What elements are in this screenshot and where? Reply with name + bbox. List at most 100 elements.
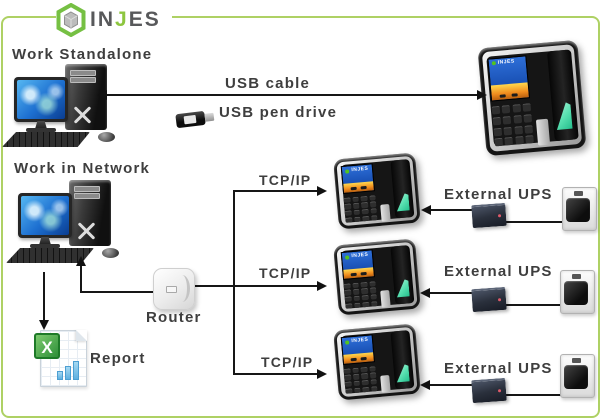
- keypad-key: [345, 303, 353, 310]
- keypad-key: [352, 203, 360, 209]
- keypad-key: [494, 138, 503, 147]
- usb-cable-arrowhead-left: [97, 90, 107, 100]
- keypad-key: [353, 209, 361, 216]
- fingerprint-sensor: [395, 279, 409, 298]
- terminal-keypad: [343, 194, 378, 224]
- usb-drive-connector: [204, 112, 215, 122]
- ups-cable-2: [505, 304, 577, 306]
- socket-slot: [574, 191, 583, 196]
- computer-tower: [69, 180, 111, 246]
- monitor-screen-worldmap: [17, 80, 65, 119]
- tcpip-arrowhead-2: [317, 281, 327, 291]
- fingerprint-sensor: [554, 102, 572, 130]
- terminal-keypad: [343, 365, 378, 395]
- keypad-key: [492, 116, 501, 126]
- keypad-key: [352, 374, 360, 380]
- keypad-key: [362, 216, 370, 222]
- keypad-key: [369, 201, 377, 208]
- keypad-key: [370, 208, 378, 215]
- keypad-key: [362, 387, 370, 393]
- fingerprint-sensor: [395, 364, 409, 383]
- computer-keyboard: [2, 132, 90, 147]
- report-label: Report: [90, 350, 146, 367]
- tower-fan-grill: [72, 105, 92, 125]
- tcpip-line-1: [233, 190, 319, 192]
- tcpip-label-1: TCP/IP: [259, 172, 312, 188]
- router-edge-arc: [177, 275, 190, 302]
- keypad-key: [352, 367, 360, 373]
- ups-arrow-line-3: [429, 384, 474, 386]
- keypad-key: [502, 105, 511, 114]
- screen-banner: [343, 351, 375, 364]
- work-standalone-label: Work Standalone: [12, 46, 153, 63]
- screen-logo-dot: [345, 168, 350, 174]
- usb-pen-drive-label: USB pen drive: [219, 104, 338, 121]
- work-in-network-label: Work in Network: [14, 160, 151, 177]
- ups-box-1: [471, 202, 507, 229]
- ups-cable-3: [505, 394, 575, 396]
- keypad-key: [504, 137, 514, 146]
- keypad-key: [345, 210, 352, 217]
- page-folded-corner: [76, 330, 87, 341]
- wall-socket-1: [562, 187, 597, 231]
- monitor-stand: [39, 237, 51, 245]
- usb-drive-label-sticker: [183, 114, 197, 125]
- computer-monitor: [18, 193, 72, 238]
- keypad-key: [369, 194, 377, 201]
- computer-mouse: [102, 248, 119, 258]
- keypad-key: [523, 114, 533, 123]
- keypad-key: [524, 124, 534, 134]
- report-arrow-line: [43, 272, 45, 322]
- screen-brand-text: INJES: [351, 336, 369, 345]
- keypad-key: [371, 386, 378, 392]
- monitor-stand: [35, 121, 47, 129]
- desktop-computer-network: [6, 180, 144, 266]
- keypad-key: [362, 295, 369, 301]
- keypad-key: [352, 282, 360, 288]
- keypad-key: [344, 289, 352, 296]
- keypad-key: [512, 104, 521, 113]
- tcpip-line-2: [233, 285, 319, 287]
- computer-mouse: [98, 132, 115, 142]
- usb-cable-label: USB cable: [225, 75, 310, 92]
- injes-logo: INJES: [56, 0, 172, 40]
- report-document-icon: X: [34, 330, 87, 387]
- keypad-key: [344, 374, 352, 381]
- injes-logo-text: INJES: [90, 8, 161, 32]
- trunk-vertical-line: [233, 190, 235, 375]
- screen-brand-text: INJES: [497, 58, 515, 66]
- keypad-key: [371, 215, 378, 221]
- logo-j: J: [115, 8, 129, 31]
- screen-logo-dot: [345, 254, 350, 260]
- keypad-key: [491, 106, 500, 115]
- cd-drive-slot: [70, 77, 96, 83]
- socket-slot: [572, 274, 581, 279]
- biometric-terminal-network-3: INJES: [333, 323, 421, 401]
- computer-router-vertical-line: [80, 264, 82, 293]
- tcpip-label-3: TCP/IP: [261, 354, 314, 370]
- router-label: Router: [146, 309, 202, 326]
- ups-cable-1: [505, 221, 578, 223]
- usb-cable-line: [105, 94, 480, 96]
- wall-socket-3: [560, 354, 595, 398]
- keypad-key: [345, 217, 353, 224]
- keypad-key: [345, 381, 352, 388]
- keypad-key: [362, 380, 369, 386]
- keypad-key: [493, 127, 502, 137]
- keypad-key: [369, 280, 377, 287]
- computer-monitor: [14, 77, 68, 122]
- biometric-terminal-standalone: INJES: [477, 39, 587, 157]
- router-device: [153, 268, 195, 310]
- logo-in: IN: [90, 8, 115, 31]
- computer-tower: [65, 64, 107, 130]
- router-trunk-line: [193, 285, 235, 287]
- tcpip-line-3: [233, 373, 319, 375]
- keypad-key: [354, 216, 361, 223]
- report-arrowhead: [39, 320, 49, 330]
- tower-fan-grill: [76, 221, 96, 241]
- keypad-key: [369, 287, 377, 294]
- keypad-key: [361, 202, 369, 208]
- diagram-border-frame: [1, 16, 600, 418]
- cd-drive-slot: [74, 186, 100, 192]
- keypad-key: [353, 295, 361, 302]
